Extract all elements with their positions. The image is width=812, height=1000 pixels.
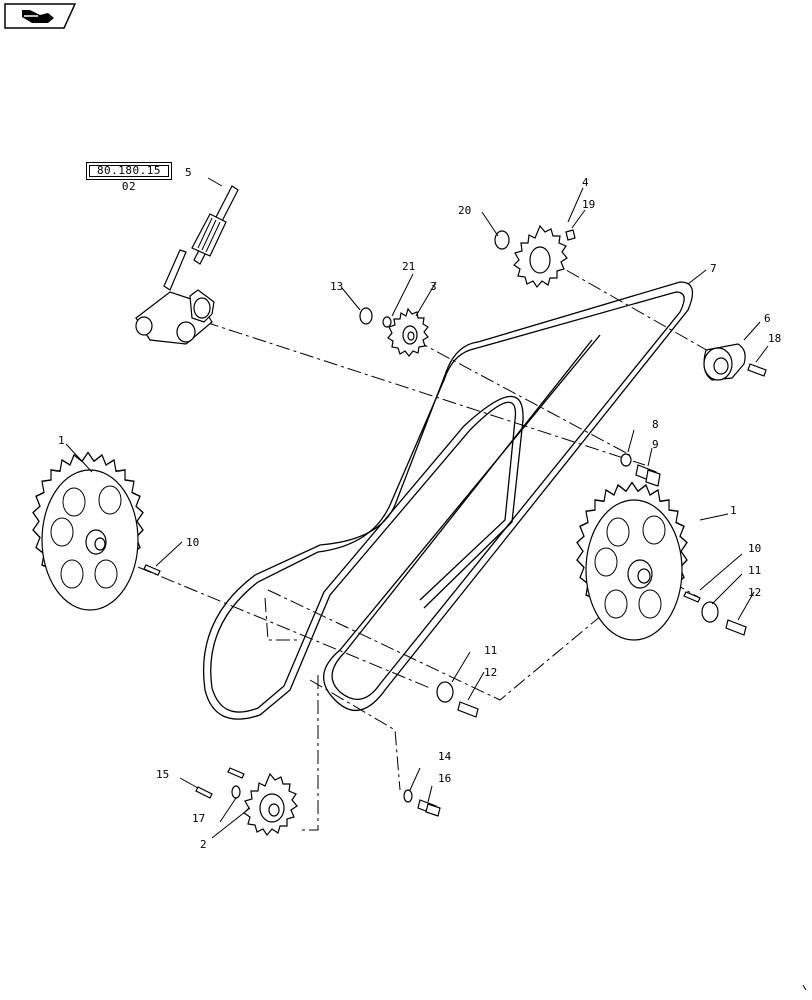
callout-15: 15 (156, 768, 169, 781)
callout-5: 5 (185, 166, 192, 179)
callout-1-left: 1 (58, 434, 65, 447)
callout-2: 2 (200, 838, 207, 851)
callout-16: 16 (438, 772, 451, 785)
callout-11-centre: 11 (484, 644, 497, 657)
washer-13 (359, 307, 373, 325)
callout-3: 3 (430, 280, 437, 293)
washer-11-centre (436, 681, 454, 703)
washer-11-right (701, 601, 719, 623)
callout-19: 19 (582, 198, 595, 211)
pin-19 (565, 229, 576, 241)
callout-12-centre: 12 (484, 666, 497, 679)
callout-11-right: 11 (748, 564, 761, 577)
callout-10-left: 10 (186, 536, 199, 549)
callout-9: 9 (652, 438, 659, 451)
key-pin-15 (195, 767, 245, 799)
callout-21: 21 (402, 260, 415, 273)
bolt-12-centre (457, 701, 479, 718)
key-10-left (143, 564, 161, 576)
callout-1-right: 1 (730, 504, 737, 517)
large-sprocket-left (32, 451, 144, 611)
bolt-16 (417, 799, 441, 817)
large-sprocket-right (576, 481, 688, 641)
callout-17: 17 (192, 812, 205, 825)
callout-7: 7 (710, 262, 717, 275)
corner-mark (802, 984, 807, 991)
drive-belt (202, 281, 694, 720)
callout-10-right: 10 (748, 542, 761, 555)
back-navigation-tab[interactable] (4, 3, 76, 29)
washer-8 (620, 453, 632, 467)
bolt-18 (747, 363, 767, 377)
bolt-12-right (725, 619, 747, 636)
drive-sprocket-small (243, 772, 298, 837)
callout-4: 4 (582, 176, 589, 189)
idler-sprocket-3 (387, 307, 429, 357)
arrow-back-icon (22, 10, 54, 23)
washer-17 (231, 785, 241, 799)
callout-20: 20 (458, 204, 471, 217)
leader-lines (65, 177, 769, 839)
snap-ring-20 (494, 230, 510, 250)
belt-tensioner-5 (135, 185, 239, 345)
washer-21 (382, 316, 392, 328)
callout-12-right: 12 (748, 586, 761, 599)
callout-14: 14 (438, 750, 452, 763)
bolt-9 (635, 464, 661, 487)
upper-sprocket-4 (513, 224, 568, 289)
callout-18: 18 (768, 332, 781, 345)
callout-8: 8 (652, 418, 659, 431)
key-10-right (683, 591, 701, 603)
callout-6: 6 (764, 312, 771, 325)
callout-13: 13 (330, 280, 343, 293)
washer-14 (403, 789, 413, 803)
cross-reference-link[interactable]: 80.180.15 02 (86, 162, 172, 193)
bearing-flange-6 (703, 343, 746, 381)
